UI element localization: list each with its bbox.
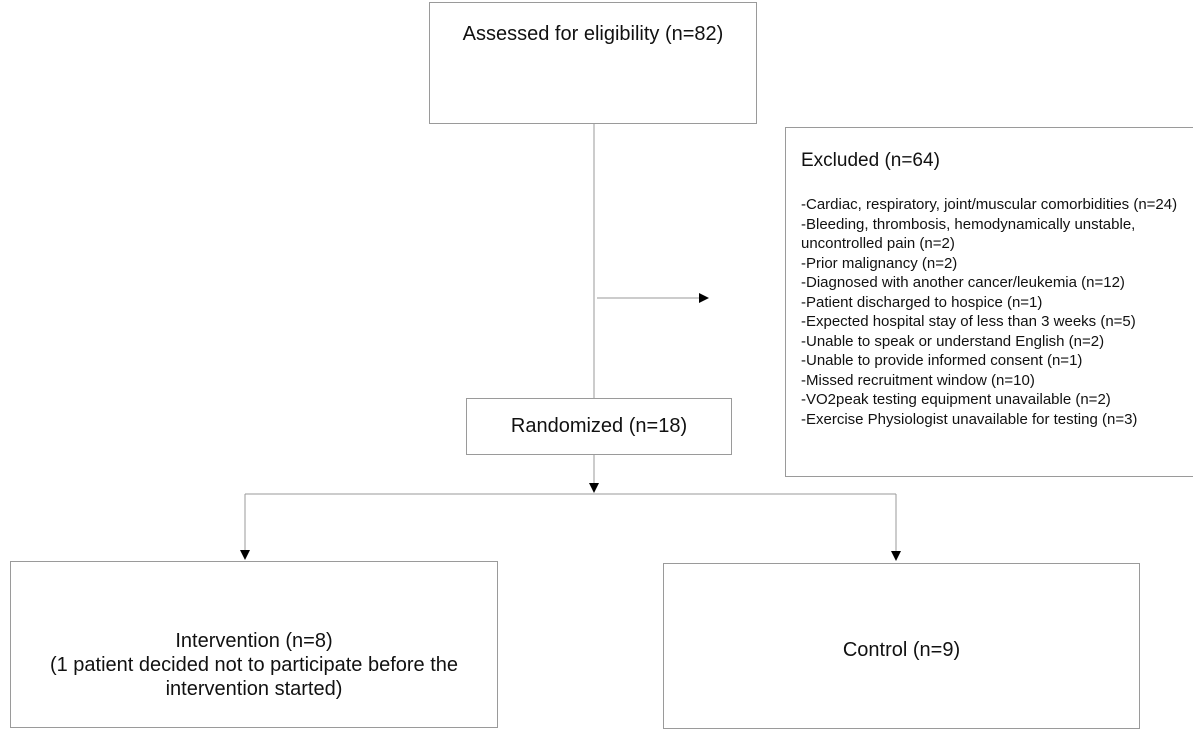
control-label: Control (n=9) xyxy=(842,639,961,661)
exclusion-reason: -Cardiac, respiratory, joint/muscular co… xyxy=(801,196,1178,213)
exclusion-reason: -Diagnosed with another cancer/leukemia … xyxy=(801,274,1125,291)
exclusion-reason: -VO2peak testing equipment unavailable (… xyxy=(801,391,1111,408)
control-box: Control (n=9) xyxy=(663,563,1140,729)
intervention-label: Intervention (n=8) (1 patient decided no… xyxy=(11,629,497,701)
randomized-label: Randomized (n=18) xyxy=(510,415,688,437)
randomized-box: Randomized (n=18) xyxy=(466,398,732,455)
intervention-count: Intervention (n=8) xyxy=(175,630,333,652)
exclusion-reason: -Patient discharged to hospice (n=1) xyxy=(801,293,1043,311)
exclusion-reasons-list: -Cardiac, respiratory, joint/muscular co… xyxy=(801,195,1186,429)
exclusion-reason: -Exercise Physiologist unavailable for t… xyxy=(801,410,1138,428)
intervention-box: Intervention (n=8) (1 patient decided no… xyxy=(10,561,498,728)
exclusion-reason: -Missed recruitment window (n=10) xyxy=(801,371,1035,389)
intervention-note-line-2: intervention started) xyxy=(165,678,343,700)
exclusion-reason: -Bleeding, thrombosis, hemodynamically u… xyxy=(801,215,1136,253)
exclusion-reason: -Unable to provide informed consent (n=1… xyxy=(801,352,1083,369)
exclusion-reason: -Prior malignancy (n=2) xyxy=(801,254,958,272)
exclusion-reason: -Expected hospital stay of less than 3 w… xyxy=(801,313,1136,330)
excluded-title: Excluded (n=64) xyxy=(801,150,940,171)
excluded-box: Excluded (n=64) -Cardiac, respiratory, j… xyxy=(785,127,1193,477)
intervention-note-line-1: (1 patient decided not to participate be… xyxy=(49,654,459,676)
assessed-label: Assessed for eligibility (n=82) xyxy=(462,23,724,45)
exclusion-reason: -Unable to speak or understand English (… xyxy=(801,332,1105,350)
assessed-box: Assessed for eligibility (n=82) xyxy=(429,2,757,124)
